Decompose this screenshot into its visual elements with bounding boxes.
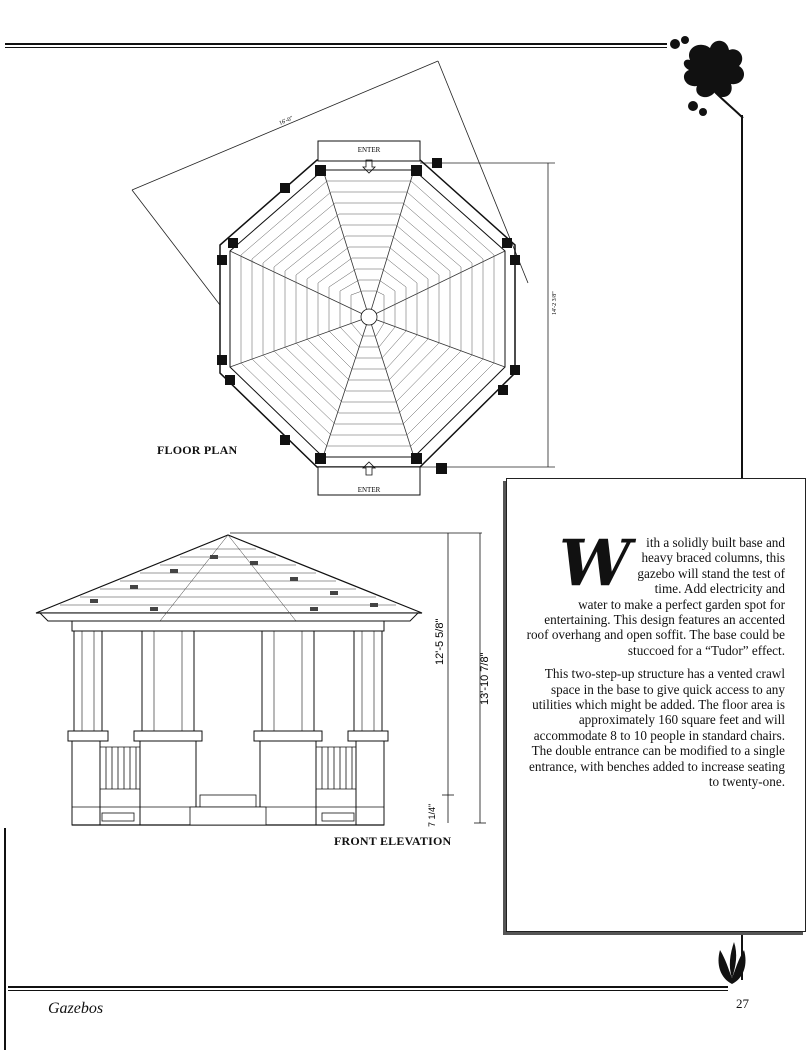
total-height-dimension: 13'-10 7/8" [479, 652, 491, 705]
floor-plan-drawing: ENTER ENTER 16'-0" 14'-2 3/8" [131, 60, 558, 496]
description-paragraph-2: This two-step-up structure has a vented … [529, 666, 785, 790]
bottom-rule-thin [8, 990, 728, 991]
right-rule [741, 115, 743, 480]
plan-depth-dimension: 14'-2 3/8" [552, 291, 558, 315]
left-rule [4, 828, 6, 1050]
bottom-rule [8, 986, 728, 988]
book-title: Gazebos [48, 1000, 104, 1017]
drop-cap: W [559, 526, 631, 601]
top-rule [5, 43, 667, 45]
front-elevation-drawing: 12'-5 5/8" 13'-10 7/8" 7 1/4" [35, 532, 491, 827]
tulip-ornament-icon [718, 942, 746, 984]
paragraph-1-text: ith a solidly built base and heavy brace… [526, 535, 785, 658]
leaf-ornament-icon [670, 36, 745, 119]
eave-height-dimension: 12'-5 5/8" [434, 619, 446, 665]
page-number: 27 [736, 996, 749, 1011]
enter-bottom-label: ENTER [358, 486, 381, 494]
front-elevation-label: FRONT ELEVATION [334, 834, 452, 848]
step-height-dimension: 7 1/4" [427, 804, 437, 827]
plan-width-dimension: 16'-0" [278, 115, 294, 126]
floor-plan-label: FLOOR PLAN [157, 443, 238, 457]
enter-top-label: ENTER [358, 146, 381, 154]
top-rule-thin [5, 47, 667, 48]
